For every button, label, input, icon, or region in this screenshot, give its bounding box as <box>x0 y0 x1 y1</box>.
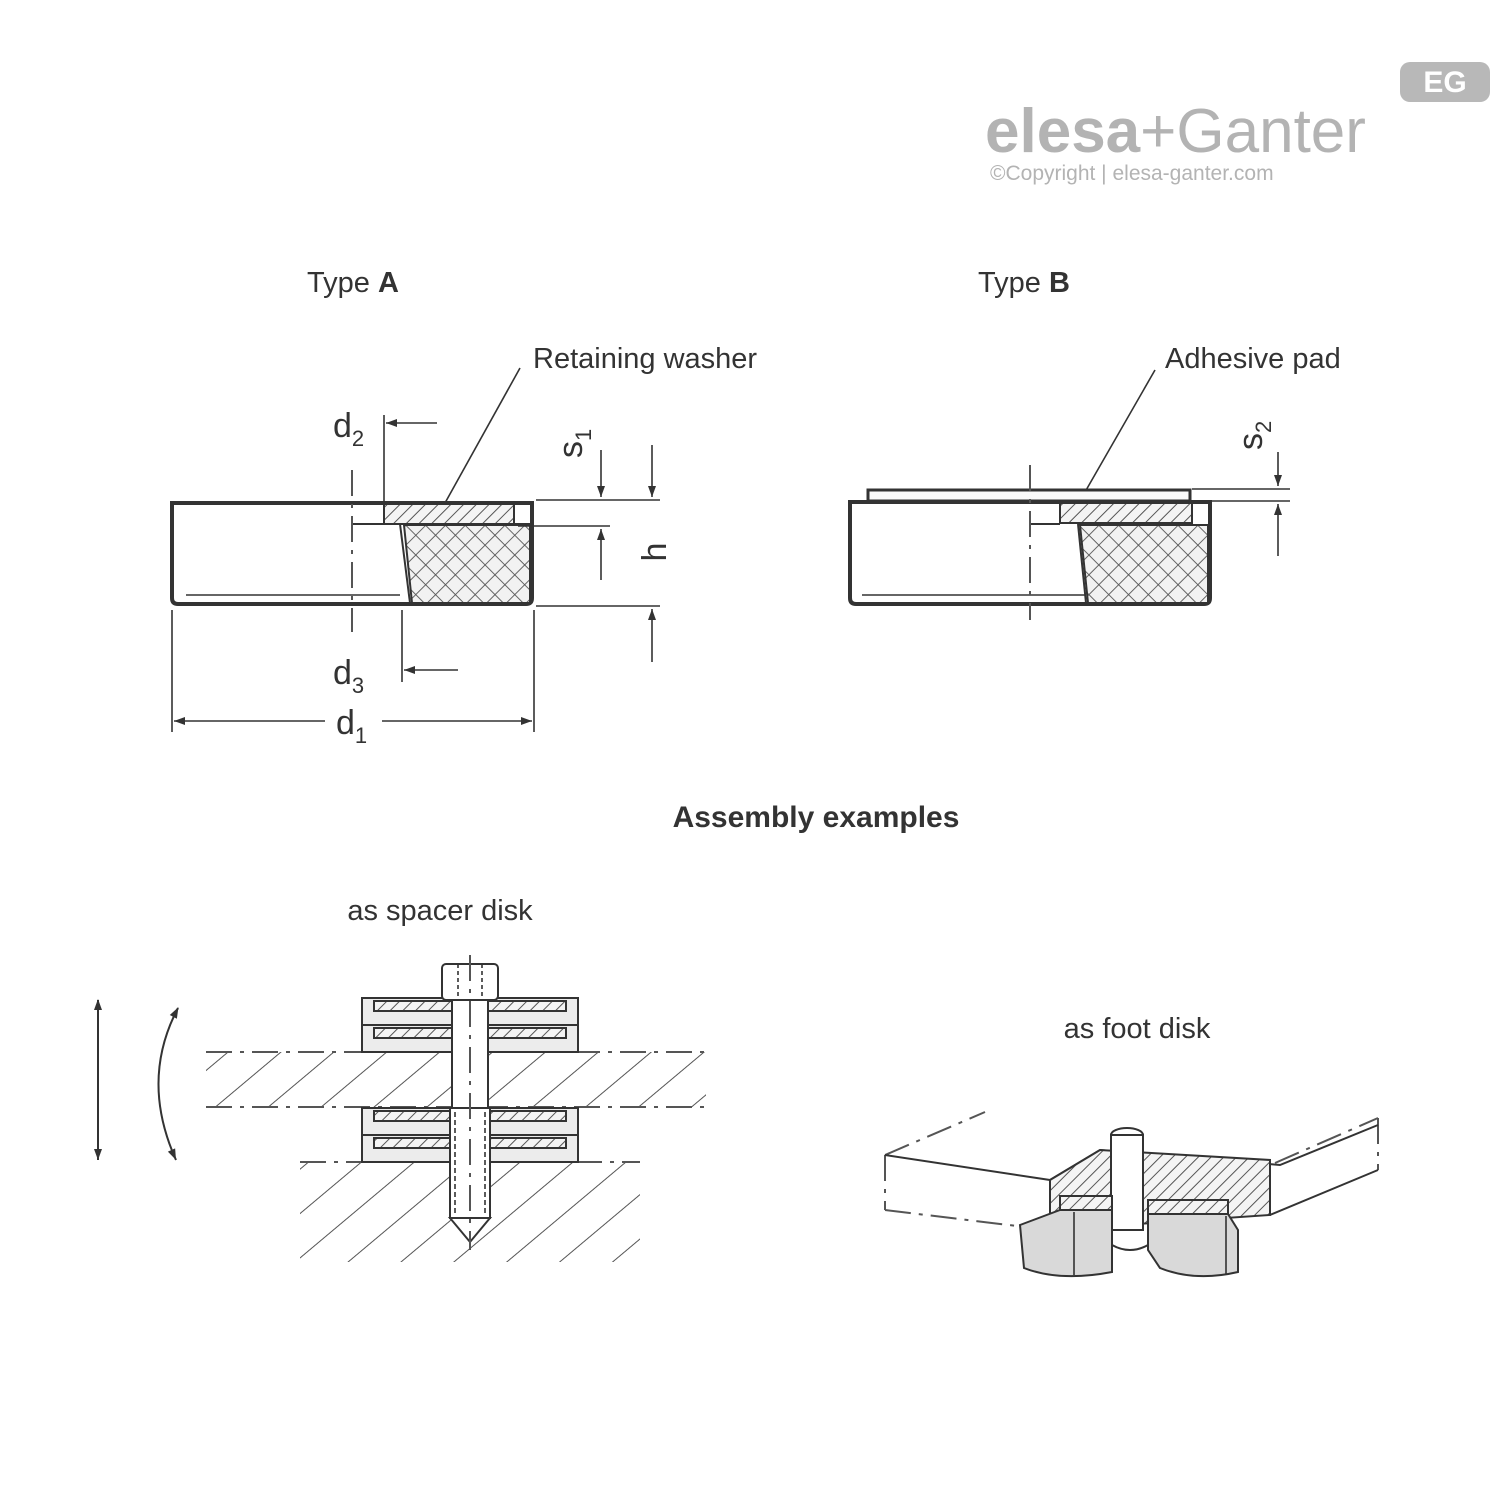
type-a-title-prefix: Type <box>307 267 378 299</box>
foot-disk <box>1018 1195 1239 1278</box>
dim-d3-sub: 3 <box>352 673 364 698</box>
dim-d1: d1 <box>171 610 535 748</box>
dim-d3: d3 <box>333 610 458 698</box>
svg-text:s2: s2 <box>1232 421 1276 450</box>
brand-badge: EG <box>1423 66 1466 99</box>
spacer-disk-label: as spacer disk <box>347 895 533 927</box>
dim-s2-base: s <box>1232 433 1270 450</box>
svg-text:d3: d3 <box>333 654 364 698</box>
svg-text:d1: d1 <box>336 704 367 748</box>
dim-s2: s2 <box>1192 421 1290 556</box>
brand-plus: + <box>1140 97 1176 166</box>
svg-text:s1: s1 <box>552 429 596 458</box>
type-a-cushion <box>402 524 531 604</box>
dim-d2: d2 <box>333 407 437 503</box>
retaining-washer-label: Retaining washer <box>533 343 757 375</box>
dim-d1-sub: 1 <box>355 723 367 748</box>
type-b-title-prefix: Type <box>978 267 1049 299</box>
dim-s1-sub: 1 <box>571 429 596 441</box>
brand-name-elesa: elesa <box>985 97 1141 166</box>
type-a-title-letter: A <box>378 267 399 299</box>
type-b-section: Type B Adhesive pad s2 <box>848 267 1341 620</box>
foot-disk-label: as foot disk <box>1064 1013 1211 1045</box>
spacer-disk-example: as spacer disk <box>94 895 706 1262</box>
brand-badge-box <box>1400 62 1490 102</box>
adhesive-pad-leader <box>1084 369 1156 493</box>
dim-d2-base: d <box>333 407 352 445</box>
type-b-title-letter: B <box>1049 267 1070 299</box>
brand-wordmark: elesa+Ganter <box>985 97 1366 166</box>
brand-name-ganter: Ganter <box>1176 97 1366 166</box>
dim-d2-sub: 2 <box>352 426 364 451</box>
svg-text:d2: d2 <box>333 407 364 451</box>
type-a-title: Type A <box>307 267 399 299</box>
type-b-title: Type B <box>978 267 1070 299</box>
type-a-disk-section <box>170 470 534 632</box>
adhesive-pad-label: Adhesive pad <box>1165 343 1341 375</box>
dim-h: h <box>536 445 674 662</box>
dim-s2-sub: 2 <box>1251 421 1276 433</box>
retaining-washer <box>383 503 515 525</box>
brand-copyright: ©Copyright | elesa-ganter.com <box>990 162 1274 185</box>
assembly-heading: Assembly examples <box>673 801 960 834</box>
type-a-section: Type A Retaining washer d2 <box>170 267 757 748</box>
type-b-washer <box>1059 502 1193 524</box>
dim-d3-base: d <box>333 654 352 692</box>
tilt-motion-arrow <box>157 1007 179 1161</box>
dim-s1-base: s <box>552 441 590 458</box>
foot-disk-example: as foot disk <box>884 1013 1379 1278</box>
retaining-washer-leader <box>444 367 521 504</box>
dim-d1-base: d <box>336 704 355 742</box>
dim-h-label: h <box>636 543 674 562</box>
type-b-disk-section <box>848 465 1212 620</box>
type-b-cushion <box>1078 524 1209 604</box>
brand-logo: EG elesa+Ganter ©Copyright | elesa-gante… <box>985 62 1490 185</box>
foot-pin <box>1110 1127 1144 1231</box>
socket-head-screw <box>441 955 499 1250</box>
dim-s1: s1 <box>518 429 660 580</box>
